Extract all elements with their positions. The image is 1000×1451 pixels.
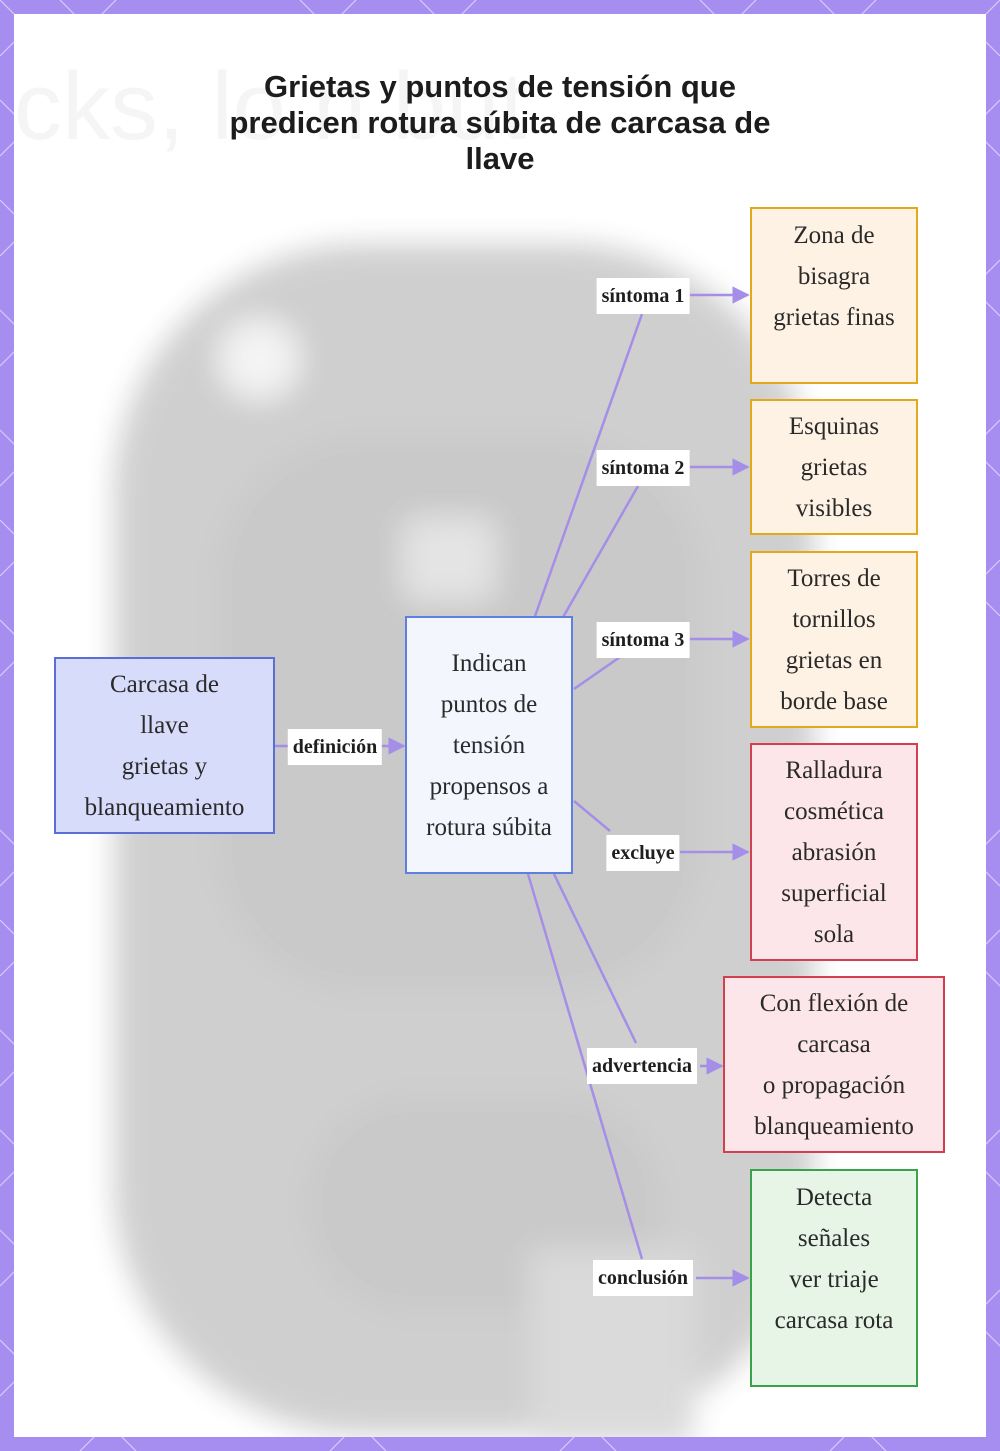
- node-detect-signals: Detecta señales ver triaje carcasa rota: [750, 1169, 918, 1387]
- node-flex-warning: Con flexión de carcasa o propagación bla…: [723, 976, 945, 1153]
- link-symptom3: [573, 655, 621, 691]
- edge-label-warning: advertencia: [587, 1048, 697, 1084]
- watermark-text: cks, lo n but: [14, 53, 526, 160]
- node-center: Indican puntos de tensión propensos a ro…: [405, 616, 573, 874]
- diagram-canvas: cks, lo n but Grietas y puntos de tensió…: [14, 14, 986, 1437]
- node-hinge-cracks: Zona de bisagra grietas finas: [750, 207, 918, 384]
- edge-label-symptom-1: síntoma 1: [596, 278, 690, 314]
- node-corner-cracks: Esquinas grietas visibles: [750, 399, 918, 535]
- edge-label-conclusion: conclusión: [592, 1260, 694, 1296]
- node-root: Carcasa de llave grietas y blanqueamient…: [54, 657, 275, 834]
- link-excludes: [573, 800, 611, 832]
- edge-label-definition: definición: [287, 729, 383, 765]
- link-symptom2: [560, 485, 640, 620]
- link-symptom1: [532, 313, 644, 620]
- edge-label-symptom-2: síntoma 2: [596, 450, 690, 486]
- edge-label-symptom-3: síntoma 3: [596, 622, 690, 658]
- edge-label-excludes: excluye: [606, 835, 680, 871]
- node-cosmetic-scratch: Ralladura cosmética abrasión superficial…: [750, 743, 918, 961]
- link-conclusion: [526, 873, 644, 1260]
- link-warning: [552, 873, 638, 1044]
- diagram-title: Grietas y puntos de tensión que predicen…: [229, 69, 771, 176]
- node-screw-tower-cracks: Torres de tornillos grietas en borde bas…: [750, 551, 918, 728]
